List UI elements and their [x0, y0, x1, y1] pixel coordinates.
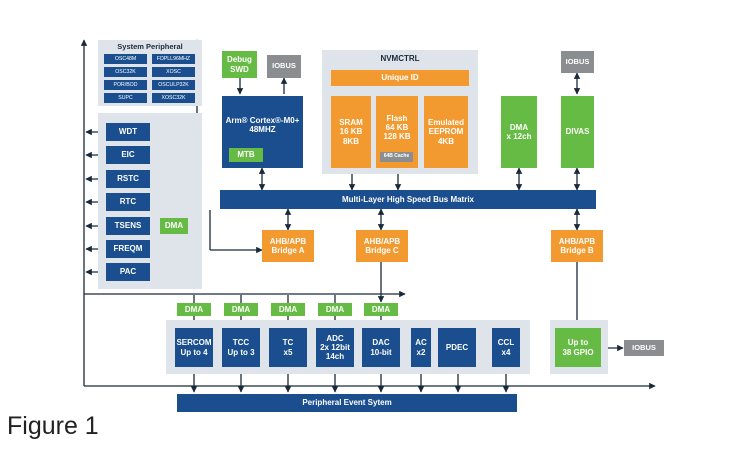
dma-main-block: DMA x 12ch — [501, 96, 537, 168]
freqm-block: FREQM — [106, 240, 150, 258]
bridge-c-line1: AHB/APB — [363, 236, 401, 246]
event-system-block: Peripheral Event Sytem — [177, 394, 517, 412]
tc-block: TC x5 — [269, 328, 307, 367]
bridge-a-block: AHB/APB Bridge A — [262, 230, 314, 262]
bridge-c-block: AHB/APB Bridge C — [356, 230, 408, 262]
mtb-block: MTB — [229, 148, 263, 162]
dma-tc-block: DMA — [271, 303, 305, 316]
bridge-b-line1: AHB/APB — [558, 236, 596, 246]
bridge-a-line1: AHB/APB — [269, 236, 307, 246]
eeprom-line3: 4KB — [437, 136, 454, 146]
pdec-block: PDEC — [438, 328, 476, 367]
pdec-line1: PDEC — [445, 342, 469, 352]
ccl-line1: CCL — [497, 338, 515, 348]
clock-osc32k: OSC32K — [104, 67, 147, 77]
tcc-line1: TCC — [232, 338, 250, 348]
sram-line2: 16 KB — [339, 127, 363, 137]
dma-main-line2: x 12ch — [506, 132, 532, 141]
ac-block: AC x2 — [411, 328, 431, 367]
dma-dac-block: DMA — [364, 303, 398, 316]
sercom-line2: Up to 4 — [180, 347, 208, 357]
ccl-line2: x4 — [501, 347, 511, 357]
eeprom-block: Emulated EEPROM 4KB — [424, 96, 468, 168]
gpio-block: Up to 38 GPIO — [555, 328, 601, 367]
dac-line1: DAC — [372, 338, 390, 348]
flash-line2: 64 KB — [385, 123, 409, 133]
bus-matrix: Multi-Layer High Speed Bus Matrix — [220, 190, 596, 209]
tc-line1: TC — [282, 338, 294, 348]
cpu-line1: Arm® Cortex®-M0+ — [225, 116, 300, 125]
tcc-line2: Up to 3 — [227, 347, 255, 357]
pac-block: PAC — [106, 263, 150, 281]
sercom-line1: SERCOM — [176, 338, 212, 348]
divas-block: DIVAS — [561, 96, 594, 168]
figure-caption: Figure 1 — [7, 412, 99, 440]
clock-fdpll96mhz: FDPLL96MHZ — [152, 54, 195, 64]
tsens-dma-block: DMA — [160, 218, 188, 234]
dac-line2: 10-bit — [370, 347, 392, 357]
dac-block: DAC 10-bit — [362, 328, 400, 367]
wdt-block: WDT — [106, 123, 150, 141]
sercom-block: SERCOM Up to 4 — [175, 328, 213, 367]
dma-main-line1: DMA — [509, 122, 529, 132]
gpio-line2: 38 GPIO — [562, 347, 594, 357]
rstc-block: RSTC — [106, 170, 150, 188]
bridge-b-block: AHB/APB Bridge B — [551, 230, 603, 262]
clock-por-bod: POR/BOD — [104, 80, 147, 90]
iobus-top-block: IOBUS — [267, 55, 301, 78]
debug-line2: SWD — [230, 64, 249, 74]
iobus-divas-block: IOBUS — [561, 51, 594, 73]
dma-sercom-block: DMA — [177, 303, 211, 316]
adc-line3: 14ch — [325, 352, 345, 362]
adc-line2: 2x 12bit — [320, 342, 350, 352]
nvmctrl-title: NVMCTRL — [380, 54, 420, 63]
cpu-line2: 48MHZ — [249, 125, 276, 135]
ac-line1: AC — [415, 338, 427, 348]
sram-line1: SRAM — [339, 118, 363, 128]
system-peripheral-title: System Peripheral — [117, 42, 183, 51]
sram-line3: 8KB — [342, 136, 359, 146]
debug-line1: Debug — [227, 55, 252, 65]
clock-osculp32k: OSCULP32K — [152, 80, 195, 90]
iobus-right-block: IOBUS — [624, 340, 664, 356]
dma-adc-block: DMA — [318, 303, 352, 316]
clock-supc: SUPC — [104, 93, 147, 103]
flash-line3: 128 KB — [383, 132, 411, 142]
clock-osc48m: OSC48M — [104, 54, 147, 64]
tsens-block: TSENS — [106, 217, 150, 235]
bridge-c-line2: Bridge C — [365, 246, 399, 255]
unique-id-block: Unique ID — [331, 70, 469, 86]
adc-line1: ADC — [326, 333, 344, 343]
tc-line2: x5 — [283, 347, 293, 357]
clock-xosc: XOSC — [152, 67, 195, 77]
flash-cache-block: 64B Cache — [380, 152, 413, 162]
adc-block: ADC 2x 12bit 14ch — [316, 328, 354, 367]
tcc-block: TCC Up to 3 — [222, 328, 260, 367]
gpio-line1: Up to — [567, 338, 589, 348]
sram-block: SRAM 16 KB 8KB — [331, 96, 371, 168]
flash-line1: Flash — [386, 114, 408, 123]
ac-line2: x2 — [416, 347, 426, 357]
rtc-block: RTC — [106, 193, 150, 211]
clock-xosc32k: XOSC32K — [152, 93, 195, 103]
ccl-block: CCL x4 — [492, 328, 520, 367]
debug-swd-block: Debug SWD — [222, 51, 257, 78]
dma-tcc-block: DMA — [224, 303, 258, 316]
eic-block: EIC — [106, 146, 150, 164]
eeprom-line2: EEPROM — [428, 127, 464, 137]
bridge-b-line2: Bridge B — [560, 246, 594, 255]
eeprom-line1: Emulated — [427, 118, 464, 128]
bridge-a-line2: Bridge A — [271, 246, 305, 255]
